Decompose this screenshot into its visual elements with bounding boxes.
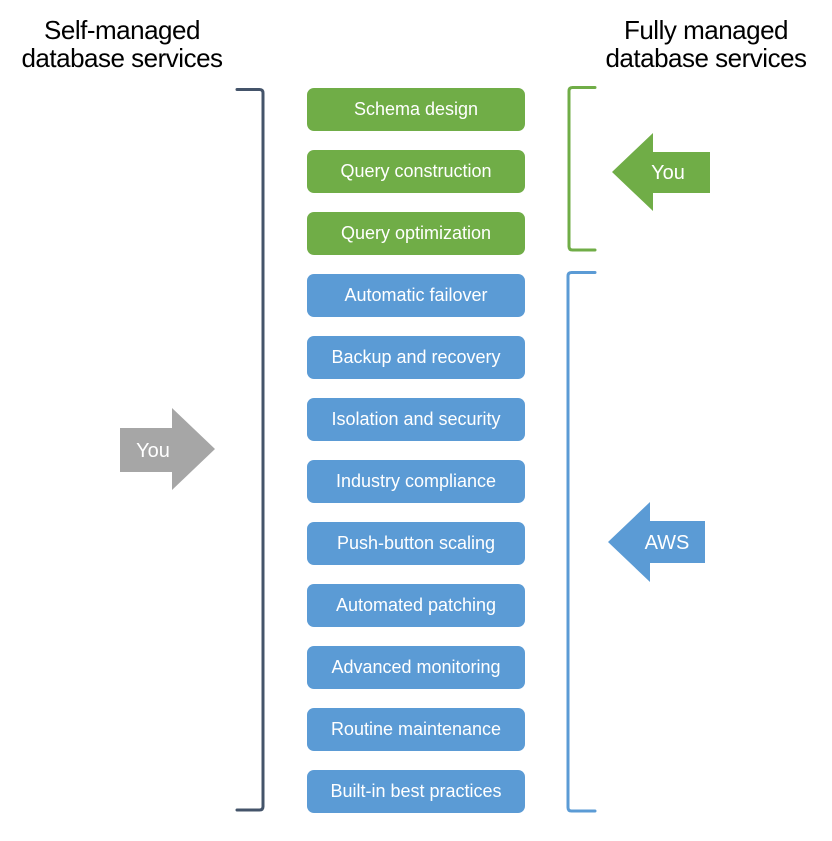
box-push-button-scaling: Push-button scaling [307,522,525,565]
box-built-in-best-practices: Built-in best practices [307,770,525,813]
you-left-arrow-label: You [651,162,685,184]
box-schema-design: Schema design [307,88,525,131]
you-right-arrow [120,408,215,490]
right-title-line1: Fully managed [623,15,789,45]
left-full-bracket [235,88,265,812]
left-title-line1: Self-managed [44,15,200,45]
right-title-line2: database services [605,43,807,73]
box-industry-compliance: Industry compliance [307,460,525,503]
right-title: Fully managed database services [586,16,826,72]
aws-left-arrow-label: AWS [645,532,690,554]
box-isolation-and-security: Isolation and security [307,398,525,441]
box-advanced-monitoring: Advanced monitoring [307,646,525,689]
responsibility-box-column: Schema design Query construction Query o… [307,88,525,813]
box-backup-and-recovery: Backup and recovery [307,336,525,379]
left-title-line2: database services [21,43,223,73]
box-routine-maintenance: Routine maintenance [307,708,525,751]
you-right-arrow-label: You [136,440,170,462]
box-automatic-failover: Automatic failover [307,274,525,317]
you-left-arrow [612,133,710,211]
box-query-construction: Query construction [307,150,525,193]
aws-left-arrow [608,502,705,582]
box-query-optimization: Query optimization [307,212,525,255]
left-title: Self-managed database services [0,16,244,72]
right-blue-bracket [566,271,597,813]
box-automated-patching: Automated patching [307,584,525,627]
right-green-bracket [567,86,597,252]
